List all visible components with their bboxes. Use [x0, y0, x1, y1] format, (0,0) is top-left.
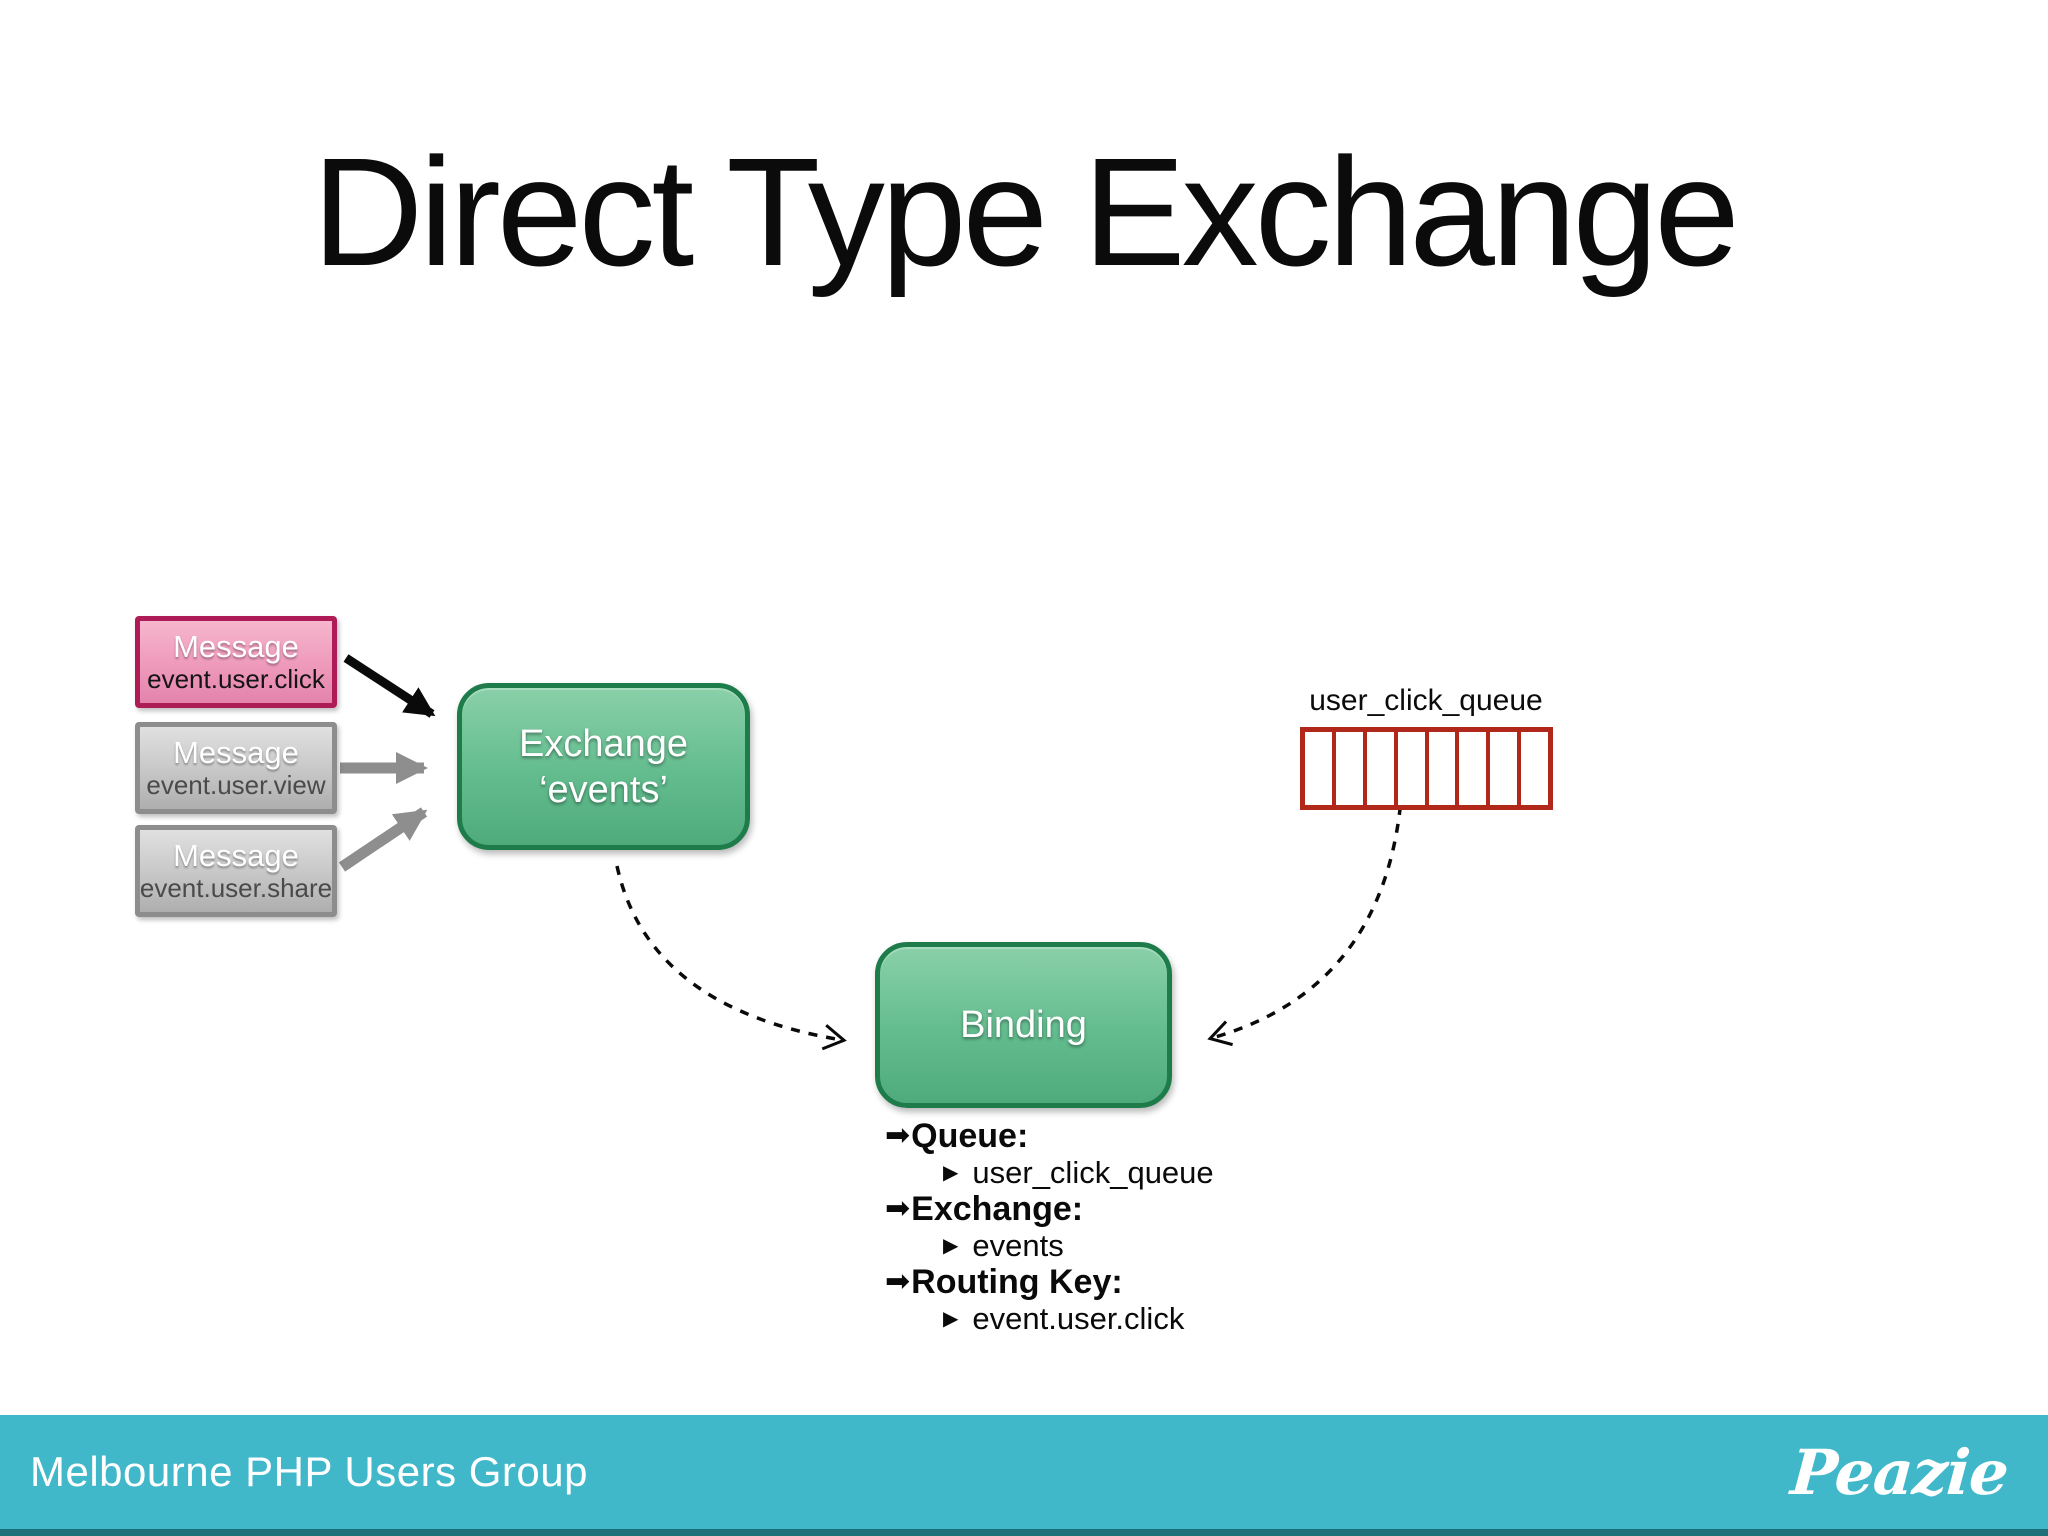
triangle-bullet-icon: ▶ — [943, 1234, 959, 1257]
binding-node: Binding — [875, 942, 1172, 1108]
exchange-name: ‘events’ — [539, 768, 668, 811]
binding-details: ➡Queue: ▶user_click_queue ➡Exchange: ▶ev… — [885, 1118, 1445, 1337]
queue-cell — [1305, 732, 1332, 805]
arrow-bullet-icon: ➡ — [885, 1119, 911, 1153]
message-box-event-user-share: Message event.user.share — [135, 825, 337, 917]
message-routing-key: event.user.view — [146, 770, 326, 800]
message-box-event-user-view: Message event.user.view — [135, 722, 337, 814]
arrow-bullet-icon: ➡ — [885, 1192, 911, 1226]
message-label: Message — [173, 735, 299, 770]
detail-key: Exchange: — [911, 1190, 1084, 1228]
queue-cell — [1486, 732, 1517, 805]
queue-cell — [1517, 732, 1548, 805]
binding-label: Binding — [960, 1004, 1087, 1046]
queue-cell — [1331, 732, 1363, 805]
footer-group-name: Melbourne PHP Users Group — [30, 1448, 588, 1495]
peazie-logo: Peazie — [1788, 1435, 2011, 1509]
queue-cell — [1362, 732, 1394, 805]
dashed-exchange-to-binding — [615, 865, 847, 1051]
dashed-queue-to-binding — [1207, 787, 1404, 1047]
message-routing-key: event.user.click — [147, 664, 325, 694]
arrow-bullet-icon: ➡ — [885, 1265, 911, 1299]
detail-key: Queue: — [911, 1117, 1029, 1155]
detail-exchange-header: ➡Exchange: — [885, 1191, 1445, 1228]
detail-value: event.user.click — [972, 1300, 1185, 1336]
detail-value: user_click_queue — [972, 1154, 1214, 1190]
queue-cell — [1455, 732, 1486, 805]
exchange-node: Exchange ‘events’ — [457, 683, 750, 850]
detail-queue-value: ▶ user_click_queue — [943, 1155, 1445, 1192]
detail-value: events — [972, 1227, 1064, 1263]
triangle-bullet-icon: ▶ — [943, 1161, 959, 1184]
arrow-click-to-exchange — [343, 654, 436, 718]
detail-queue-header: ➡Queue: — [885, 1118, 1445, 1155]
detail-routing-key-header: ➡Routing Key: — [885, 1264, 1445, 1301]
message-routing-key: event.user.share — [139, 873, 333, 903]
slide-title: Direct Type Exchange — [312, 126, 1740, 298]
message-label: Message — [173, 838, 299, 873]
queue-label: user_click_queue — [1309, 684, 1543, 717]
footer-bar: Melbourne PHP Users Group Peazie — [0, 1415, 2048, 1536]
detail-exchange-value: ▶ events — [943, 1228, 1445, 1265]
arrow-share-to-exchange — [338, 807, 428, 872]
queue-cell — [1393, 732, 1425, 805]
message-box-event-user-click: Message event.user.click — [135, 616, 337, 708]
detail-routing-key-value: ▶ event.user.click — [943, 1301, 1445, 1338]
exchange-label: Exchange — [518, 722, 688, 765]
detail-key: Routing Key: — [911, 1263, 1123, 1301]
queue-cell — [1424, 732, 1456, 805]
message-label: Message — [173, 629, 299, 664]
queue-cells — [1300, 727, 1553, 810]
triangle-bullet-icon: ▶ — [943, 1307, 959, 1330]
